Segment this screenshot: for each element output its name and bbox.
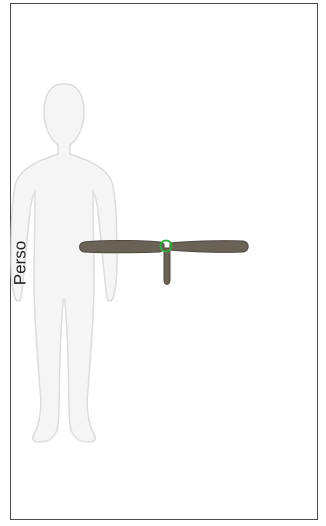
scale-label: Perso [12, 241, 29, 285]
object-right-arm [170, 241, 248, 253]
object-left-arm [80, 241, 165, 253]
object-vertical-stem [164, 248, 170, 285]
